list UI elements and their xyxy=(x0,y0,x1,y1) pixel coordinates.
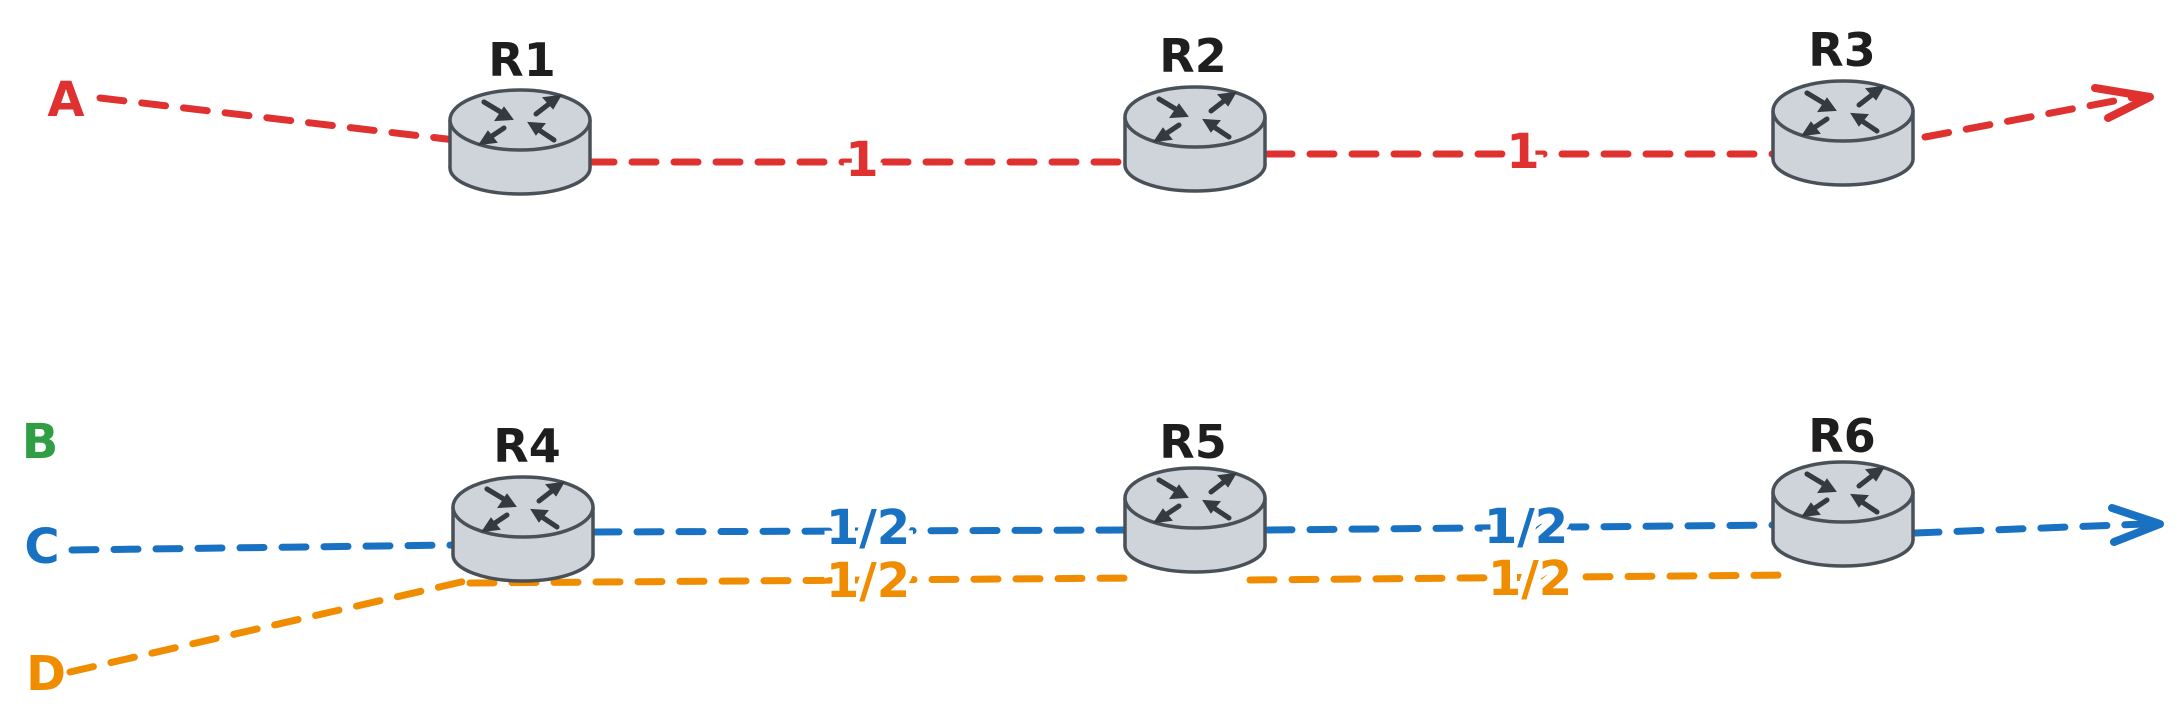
router-label-r5: R5 xyxy=(1159,415,1226,469)
link-label-r1-r2: 1 xyxy=(845,132,878,188)
router-label-r4: R4 xyxy=(493,419,560,473)
router-label-r3: R3 xyxy=(1808,23,1875,77)
flow-c-arrowhead xyxy=(2108,504,2164,546)
router-r5 xyxy=(1125,468,1265,572)
router-r1 xyxy=(450,90,590,194)
flow-d-path xyxy=(66,571,1794,676)
router-icon xyxy=(1773,462,1913,566)
link-label-d-r5-r6: 1/2 xyxy=(1488,551,1572,607)
router-r4 xyxy=(453,477,593,581)
router-label-r1: R1 xyxy=(488,33,555,87)
router-icon xyxy=(1125,87,1265,191)
router-icon xyxy=(1125,468,1265,572)
flow-c-path xyxy=(68,504,2164,554)
endpoint-label-a: A xyxy=(47,72,84,128)
flow-a-arrowhead xyxy=(2091,84,2154,122)
router-icon xyxy=(453,477,593,581)
router-r2 xyxy=(1125,87,1265,191)
link-label-c-r4-r5: 1/2 xyxy=(826,500,910,556)
flow-a-path xyxy=(96,84,2154,166)
router-label-r6: R6 xyxy=(1808,409,1875,463)
link-label-c-r5-r6: 1/2 xyxy=(1484,499,1568,555)
endpoint-label-b: B xyxy=(22,414,59,470)
link-label-r2-r3: 1 xyxy=(1506,124,1539,180)
endpoint-label-c: C xyxy=(24,519,59,575)
link-label-d-r4-r5: 1/2 xyxy=(826,553,910,609)
router-r6 xyxy=(1773,462,1913,566)
router-icon xyxy=(450,90,590,194)
router-icon xyxy=(1773,81,1913,185)
router-r3 xyxy=(1773,81,1913,185)
router-label-r2: R2 xyxy=(1159,29,1226,83)
endpoint-label-d: D xyxy=(26,646,66,702)
